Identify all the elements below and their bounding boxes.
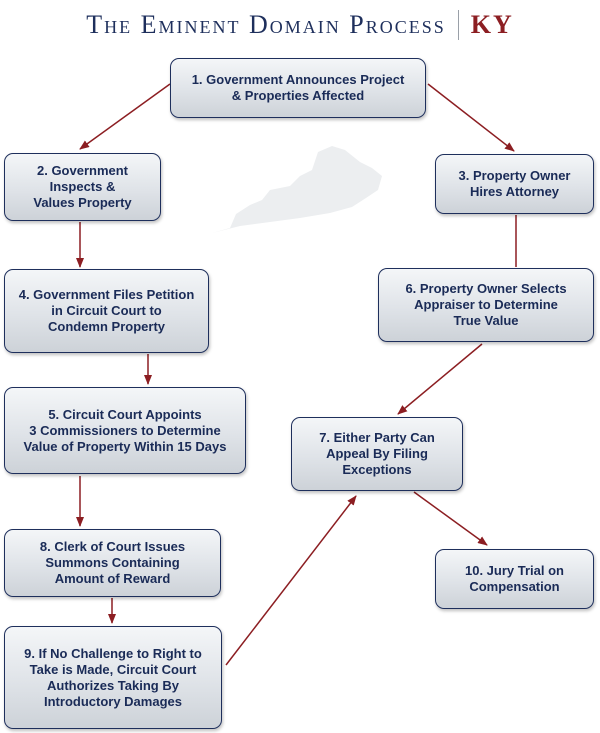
title-divider [457,10,459,40]
step-7-label: 7. Either Party Can Appeal By Filing Exc… [319,430,435,477]
arrow-7-to-10 [413,491,488,546]
step-6-label: 6. Property Owner Selects Appraiser to D… [405,281,567,328]
step-5-appoint-commissioners: 5. Circuit Court Appoints 3 Commissioner… [4,387,246,474]
step-6-select-appraiser: 6. Property Owner Selects Appraiser to D… [378,268,594,342]
step-8-clerk-summons: 8. Clerk of Court Issues Summons Contain… [4,529,221,597]
step-1-label: 1. Government Announces Project & Proper… [191,72,405,103]
step-5-label: 5. Circuit Court Appoints 3 Commissioner… [23,406,227,454]
step-4-files-petition: 4. Government Files Petition in Circuit … [4,269,209,353]
page-title: The Eminent Domain Process KY [0,10,600,44]
step-9-authorizes-taking: 9. If No Challenge to Right to Take is M… [4,626,222,729]
step-1-announce-project: 1. Government Announces Project & Proper… [170,58,426,118]
kentucky-map-icon [212,146,382,233]
arrow-9-to-7 [225,495,357,666]
step-7-appeal-exceptions: 7. Either Party Can Appeal By Filing Exc… [291,417,463,491]
step-4-label: 4. Government Files Petition in Circuit … [18,287,195,334]
step-9-label: 9. If No Challenge to Right to Take is M… [24,645,202,709]
arrow-6-to-7 [397,343,483,415]
arrow-1-to-3 [427,83,515,152]
step-2-label: 2. Government Inspects & Values Property [33,163,132,210]
state-abbreviation: KY [470,10,514,39]
arrow-1-to-2 [79,83,171,150]
step-3-hire-attorney: 3. Property Owner Hires Attorney [435,154,594,214]
step-8-label: 8. Clerk of Court Issues Summons Contain… [39,539,186,586]
step-10-label: 10. Jury Trial on Compensation [465,563,564,594]
step-3-label: 3. Property Owner Hires Attorney [458,168,571,199]
step-2-inspect-values: 2. Government Inspects & Values Property [4,153,161,221]
step-10-jury-trial: 10. Jury Trial on Compensation [435,549,594,609]
title-text: The Eminent Domain Process [86,10,446,39]
